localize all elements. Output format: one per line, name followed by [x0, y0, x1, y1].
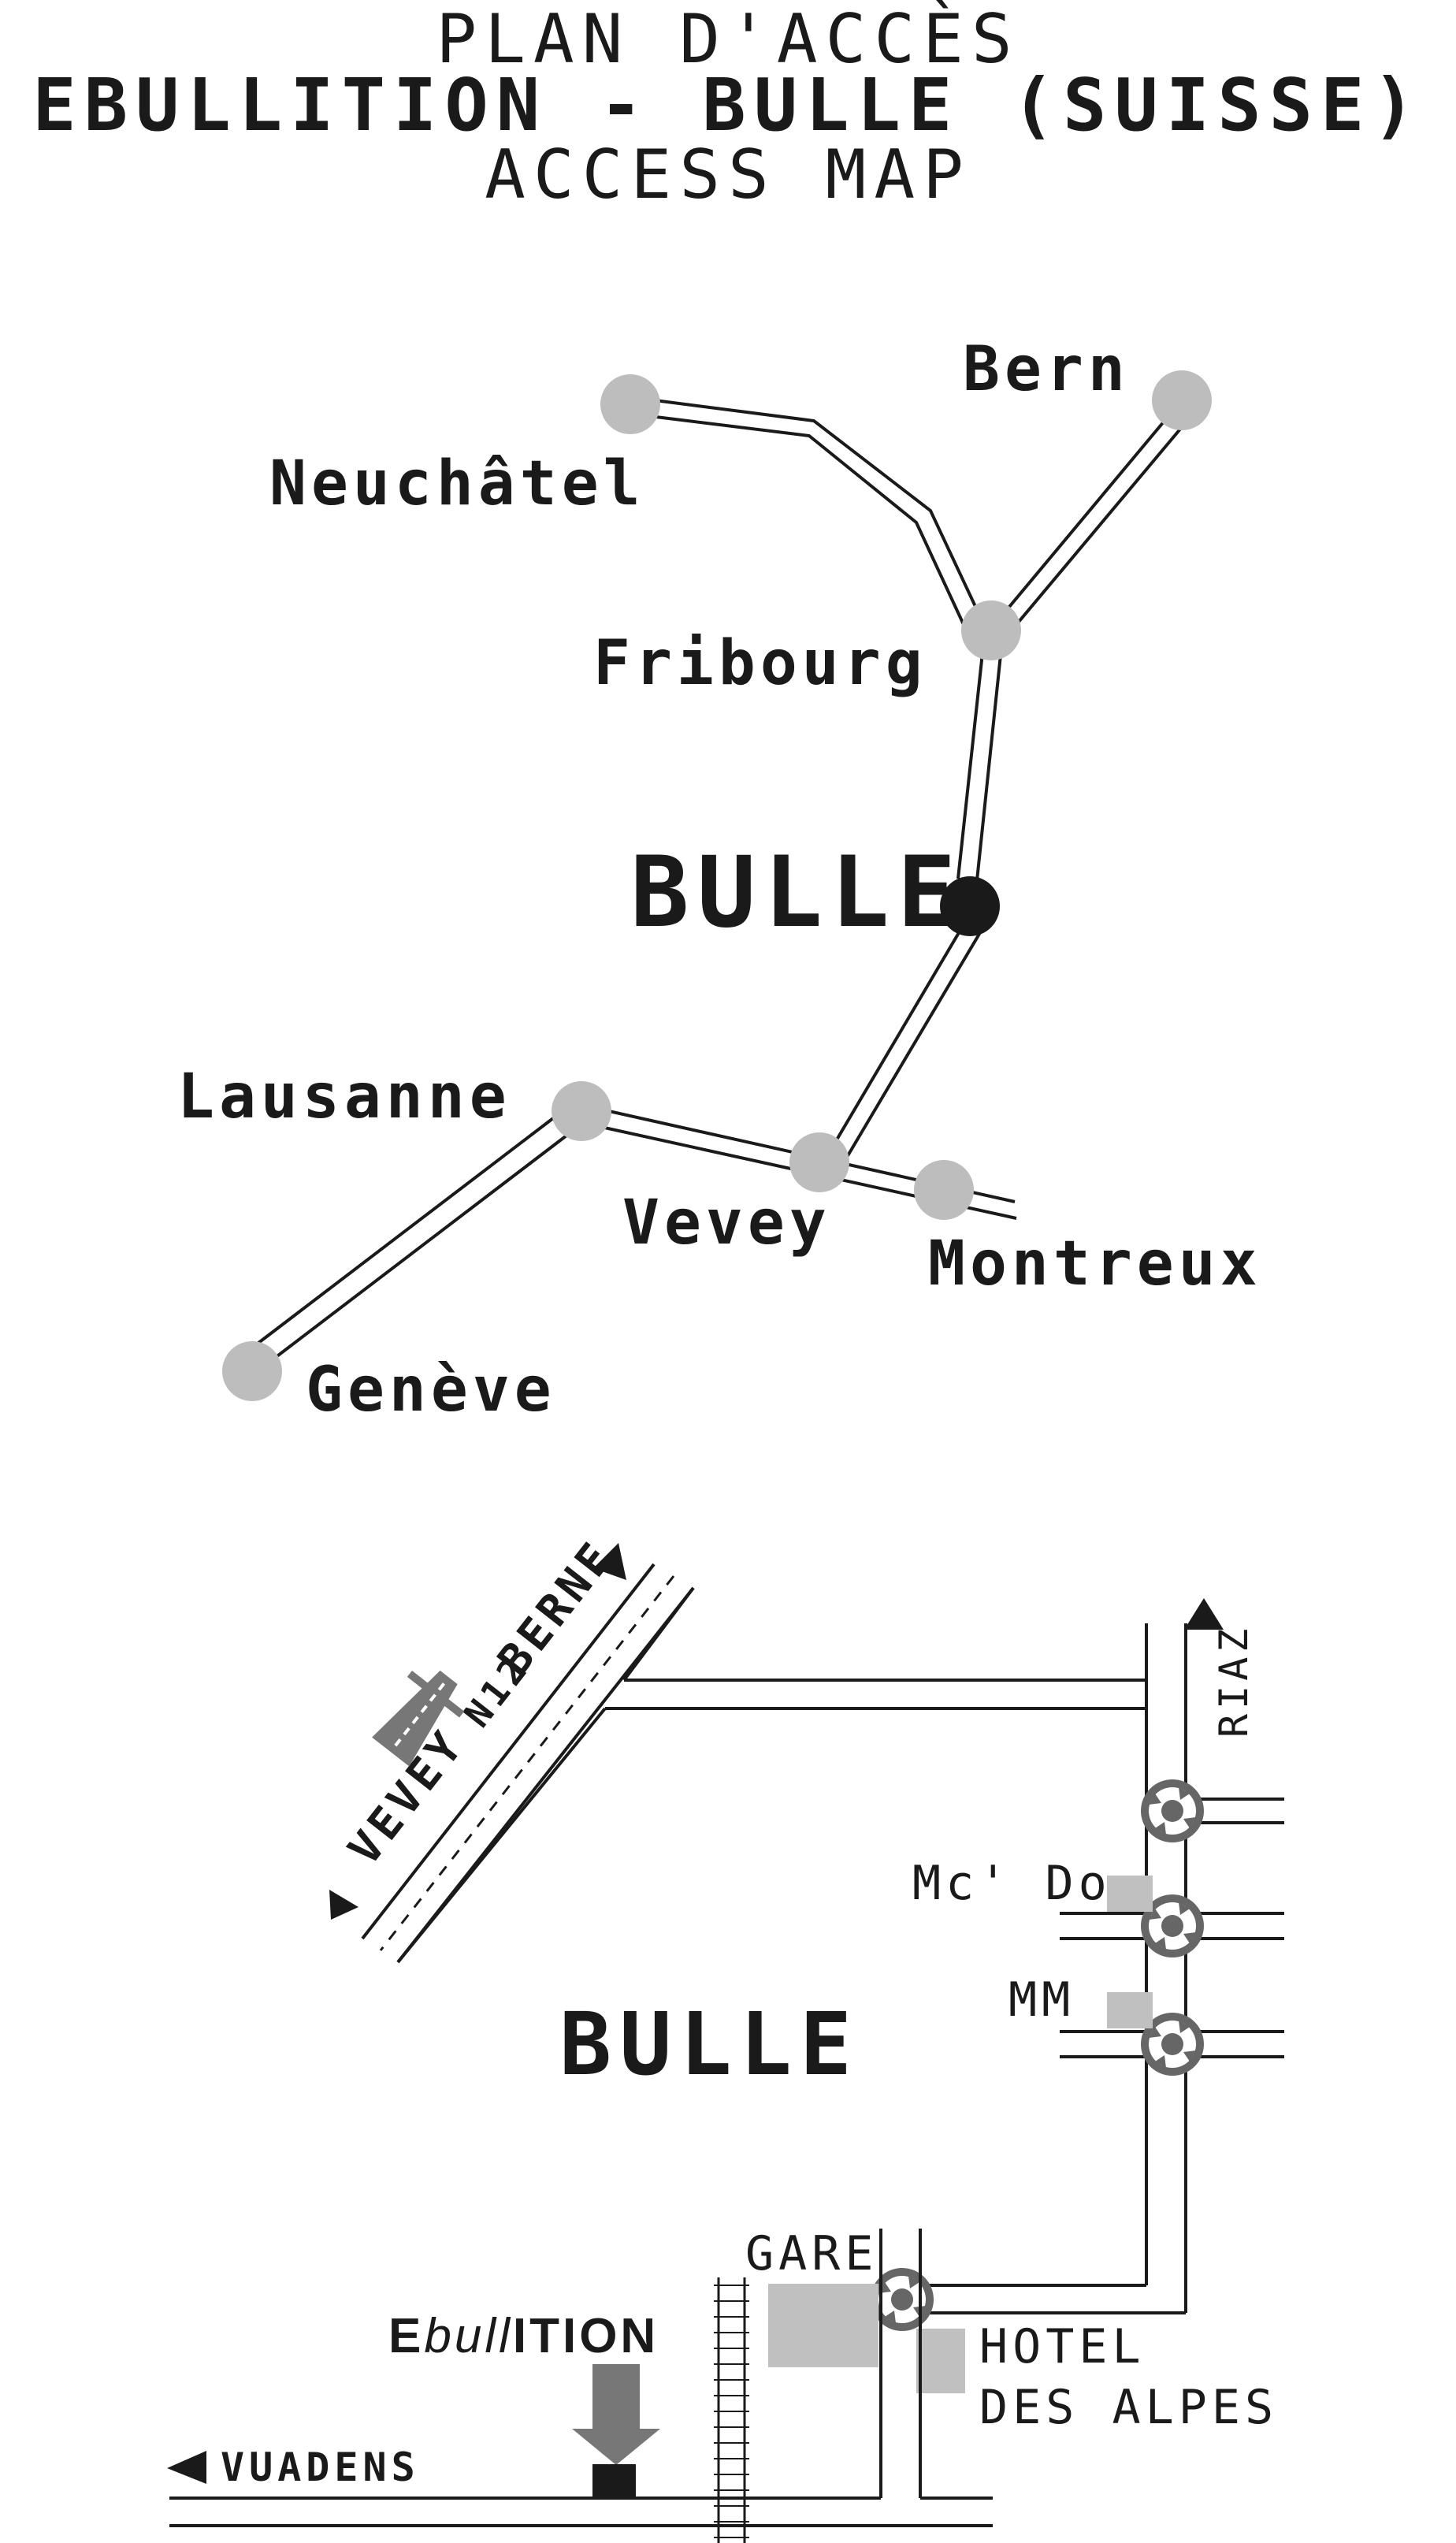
destination-ebullition: EbullITION: [388, 2309, 660, 2498]
down-arrow-icon: [572, 2364, 660, 2465]
motorway-n12: VEVEY N12 BERNE: [329, 1530, 695, 1964]
vevey-dot: [789, 1132, 849, 1192]
city-dots: [222, 370, 1212, 1401]
city-labels: Bern Neuchâtel Fribourg BULLE Lausanne V…: [177, 334, 1262, 1426]
landmark-label-gare: GARE: [745, 2226, 878, 2281]
city-label-fribourg: Fribourg: [593, 628, 927, 699]
arrow-to-vevey-icon: [329, 1890, 358, 1920]
motorway-label-berne: BERNE: [488, 1530, 625, 1685]
bulle-dot: [940, 876, 1000, 936]
mcdo-building: [1107, 1876, 1153, 1912]
city-label-bulle: BULLE: [630, 836, 964, 950]
arrow-to-riaz-icon: [1184, 1598, 1224, 1630]
lausanne-dot: [552, 1081, 611, 1141]
city-label-bern: Bern: [963, 334, 1130, 405]
neuchatel-dot: [600, 374, 660, 434]
bern-dot: [1152, 370, 1212, 430]
city-label-geneve: Genève: [306, 1355, 556, 1426]
roundabout-icon: [1141, 1779, 1204, 1842]
landmarks: Mc' Do MM GARE HOTEL DES ALPES: [745, 1856, 1278, 2435]
mm-building: [1107, 1992, 1153, 2028]
local-map: VEVEY N12 BERNE RI: [167, 1530, 1284, 2543]
montreux-dot: [914, 1160, 974, 1220]
geneve-dot: [222, 1341, 282, 1401]
motorway-sign-icon: [372, 1670, 465, 1767]
arrow-to-berne-icon: [593, 1543, 626, 1580]
landmark-label-mcdo: Mc' Do: [912, 1856, 1112, 1911]
ebullition-location-marker: [592, 2464, 636, 2498]
destination-label: EbullITION: [388, 2309, 659, 2363]
title-french: PLAN D'ACCÈS: [436, 0, 1020, 79]
arrow-to-vuadens-icon: [167, 2451, 206, 2484]
city-label-montreux: Montreux: [928, 1229, 1262, 1299]
station-roads: [714, 2229, 922, 2543]
landmark-label-hotel-line2: DES ALPES: [979, 2380, 1278, 2435]
city-label-lausanne: Lausanne: [177, 1061, 511, 1132]
town-label-bulle: BULLE: [559, 1994, 860, 2095]
title-main: EBULLITION - BULLE (SUISSE): [32, 63, 1424, 147]
fribourg-dot: [961, 600, 1021, 660]
hotel-building: [916, 2329, 965, 2393]
title-english: ACCESS MAP: [485, 136, 971, 214]
road-vuadens: VUADENS: [167, 2444, 993, 2527]
direction-label-riaz: RIAZ: [1211, 1624, 1257, 1738]
gare-building: [768, 2284, 878, 2367]
city-label-neuchatel: Neuchâtel: [269, 448, 645, 519]
landmark-label-hotel-line1: HOTEL: [979, 2319, 1146, 2374]
city-label-vevey: Vevey: [622, 1188, 831, 1258]
direction-label-vuadens: VUADENS: [221, 2444, 420, 2490]
railway-track: [714, 2277, 749, 2543]
regional-map: Bern Neuchâtel Fribourg BULLE Lausanne V…: [177, 334, 1262, 1426]
main-road-riaz: RIAZ: [922, 1598, 1257, 2314]
landmark-label-mm: MM: [1008, 1972, 1075, 2028]
